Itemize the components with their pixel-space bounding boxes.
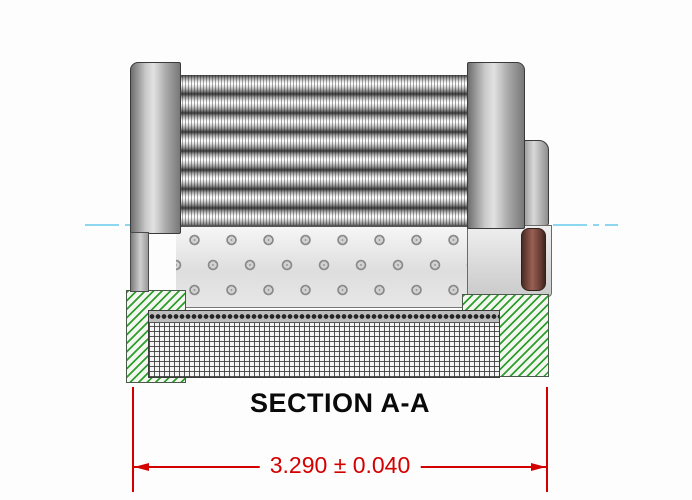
perforated-core-tube xyxy=(176,225,468,308)
right-fitting xyxy=(521,140,549,226)
extension-line-right xyxy=(546,387,548,492)
dimension-arrow-left-icon xyxy=(134,463,149,471)
section-title: SECTION A-A xyxy=(250,388,430,418)
dimension-arrow-right-icon xyxy=(531,463,546,471)
left-end-cap xyxy=(130,62,181,234)
dimension-text: 3.290 ± 0.040 xyxy=(259,452,421,479)
o-ring-seal xyxy=(521,228,546,291)
left-end-cap-step xyxy=(130,232,149,292)
right-end-cap xyxy=(467,62,525,229)
wire-mesh-screen xyxy=(148,310,500,378)
pleated-filter-media xyxy=(178,75,472,227)
extension-line-left xyxy=(132,387,134,492)
mesh-bead-row xyxy=(149,311,499,323)
